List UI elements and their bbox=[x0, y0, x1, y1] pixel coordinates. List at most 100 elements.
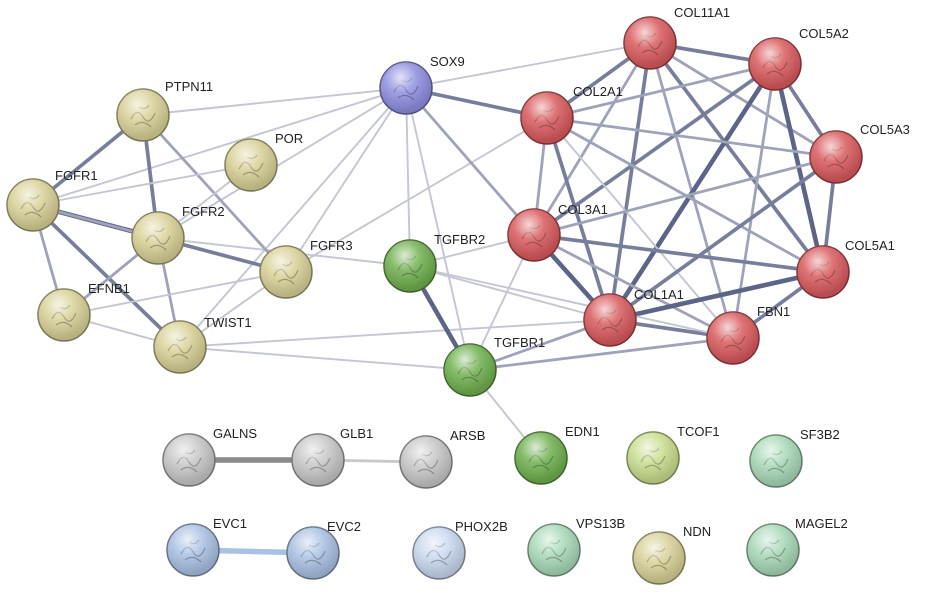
node-label: COL5A3 bbox=[860, 122, 910, 137]
node-highlight bbox=[260, 246, 312, 298]
node-evc1[interactable]: EVC1 bbox=[166, 516, 247, 577]
node-highlight bbox=[810, 131, 862, 183]
node-label: PTPN11 bbox=[165, 79, 213, 94]
node-col5a1[interactable]: COL5A1 bbox=[796, 238, 895, 299]
node-highlight bbox=[528, 524, 580, 576]
edge-col11a1-col5a3 bbox=[648, 41, 838, 159]
node-label: SF3B2 bbox=[800, 427, 840, 442]
node-col3a1[interactable]: COL3A1 bbox=[507, 202, 608, 262]
node-edn1[interactable]: EDN1 bbox=[514, 424, 600, 485]
node-highlight bbox=[633, 532, 685, 584]
node-label: TGFBR1 bbox=[494, 335, 545, 350]
node-label: EVC1 bbox=[213, 516, 247, 531]
edge-col3a1-col5a1 bbox=[532, 233, 825, 274]
node-glb1[interactable]: GLB1 bbox=[291, 426, 373, 487]
node-col5a3[interactable]: COL5A3 bbox=[809, 122, 910, 184]
node-sf3b2[interactable]: SF3B2 bbox=[749, 427, 840, 488]
edge-col1a1-col5a1 bbox=[607, 269, 826, 323]
node-highlight bbox=[413, 527, 465, 579]
node-highlight bbox=[154, 321, 206, 373]
node-col2a1[interactable]: COL2A1 bbox=[520, 84, 623, 145]
node-arsb[interactable]: ARSB bbox=[399, 428, 485, 489]
node-label: COL11A1 bbox=[674, 5, 730, 20]
node-highlight bbox=[508, 209, 560, 261]
node-highlight bbox=[132, 212, 184, 264]
node-fgfr1[interactable]: FGFR1 bbox=[6, 168, 98, 232]
node-ndn[interactable]: NDN bbox=[632, 524, 711, 585]
edge-col2a1-fbn1 bbox=[546, 117, 734, 339]
node-highlight bbox=[749, 38, 801, 90]
node-highlight bbox=[287, 527, 339, 579]
node-highlight bbox=[38, 289, 90, 341]
node-highlight bbox=[444, 344, 496, 396]
node-tgfbr2[interactable]: TGFBR2 bbox=[383, 232, 485, 293]
edge-col2a1-fgfr3 bbox=[285, 117, 548, 273]
node-label: COL5A2 bbox=[799, 26, 849, 41]
node-galns[interactable]: GALNS bbox=[162, 426, 257, 487]
node-fbn1[interactable]: FBN1 bbox=[706, 304, 790, 365]
node-col11a1[interactable]: COL11A1 bbox=[623, 5, 730, 70]
edge-col11a1-sox9 bbox=[405, 42, 651, 89]
node-highlight bbox=[167, 524, 219, 576]
edge-fbn1-tgfbr1 bbox=[468, 336, 735, 372]
edge-col1a1-twist1 bbox=[179, 319, 611, 348]
edge-col3a1-sox9 bbox=[404, 86, 536, 237]
node-ptpn11[interactable]: PTPN11 bbox=[116, 79, 213, 142]
node-col5a2[interactable]: COL5A2 bbox=[748, 26, 849, 91]
node-tcof1[interactable]: TCOF1 bbox=[626, 424, 720, 485]
node-magel2[interactable]: MAGEL2 bbox=[746, 516, 848, 577]
node-highlight bbox=[627, 432, 679, 484]
edge-fbn1-tgfbr2 bbox=[409, 265, 734, 339]
node-highlight bbox=[384, 240, 436, 292]
edge-col11a1-col5a1 bbox=[648, 41, 825, 274]
edge-col1a1-tgfbr2 bbox=[409, 265, 611, 321]
node-highlight bbox=[797, 246, 849, 298]
edge-col3a1-fbn1 bbox=[532, 233, 735, 340]
edge-fgfr3-efnb1 bbox=[63, 271, 287, 316]
node-twist1[interactable]: TWIST1 bbox=[153, 315, 252, 374]
node-label: GLB1 bbox=[340, 426, 373, 441]
node-label: EFNB1 bbox=[88, 281, 130, 296]
node-col1a1[interactable]: COL1A1 bbox=[583, 287, 684, 347]
node-label: TGFBR2 bbox=[434, 232, 485, 247]
node-highlight bbox=[117, 89, 169, 141]
node-fgfr2[interactable]: FGFR2 bbox=[131, 204, 225, 265]
node-label: FGFR2 bbox=[182, 204, 225, 219]
node-sox9[interactable]: SOX9 bbox=[379, 54, 465, 115]
node-tgfbr1[interactable]: TGFBR1 bbox=[443, 335, 545, 397]
node-vps13b[interactable]: VPS13B bbox=[527, 516, 625, 577]
node-highlight bbox=[707, 312, 759, 364]
node-highlight bbox=[750, 435, 802, 487]
edge-fgfr1-twist1 bbox=[31, 203, 182, 349]
node-highlight bbox=[584, 294, 636, 346]
node-label: COL2A1 bbox=[573, 84, 623, 99]
edge-tgfbr1-sox9 bbox=[405, 87, 471, 371]
node-label: MAGEL2 bbox=[795, 516, 848, 531]
node-label: GALNS bbox=[213, 426, 257, 441]
edge-sox9-fgfr3 bbox=[285, 87, 407, 273]
node-label: TCOF1 bbox=[677, 424, 720, 439]
node-evc2[interactable]: EVC2 bbox=[286, 519, 361, 580]
edge-por-fgfr1 bbox=[32, 164, 252, 206]
node-por[interactable]: POR bbox=[224, 131, 303, 192]
node-efnb1[interactable]: EFNB1 bbox=[37, 281, 130, 342]
node-label: SOX9 bbox=[430, 54, 465, 69]
edge-col11a1-col1a1 bbox=[608, 41, 652, 322]
edge-col2a1-col5a3 bbox=[545, 116, 838, 159]
node-highlight bbox=[747, 524, 799, 576]
edge-sox9-twist1 bbox=[179, 87, 407, 348]
node-phox2b[interactable]: PHOX2B bbox=[412, 519, 508, 580]
edge-sox9-ptpn11 bbox=[142, 87, 407, 116]
node-label: PHOX2B bbox=[455, 519, 508, 534]
edge-col5a2-col1a1 bbox=[607, 61, 778, 323]
node-label: ARSB bbox=[450, 428, 485, 443]
edge-col11a1-col3a1 bbox=[532, 41, 652, 237]
node-label: EDN1 bbox=[565, 424, 600, 439]
node-highlight bbox=[163, 434, 215, 486]
node-fgfr3[interactable]: FGFR3 bbox=[259, 238, 353, 299]
edge-sox9-fgfr1 bbox=[32, 87, 407, 206]
node-label: TWIST1 bbox=[204, 315, 252, 330]
node-highlight bbox=[400, 436, 452, 488]
node-label: EVC2 bbox=[327, 519, 361, 534]
